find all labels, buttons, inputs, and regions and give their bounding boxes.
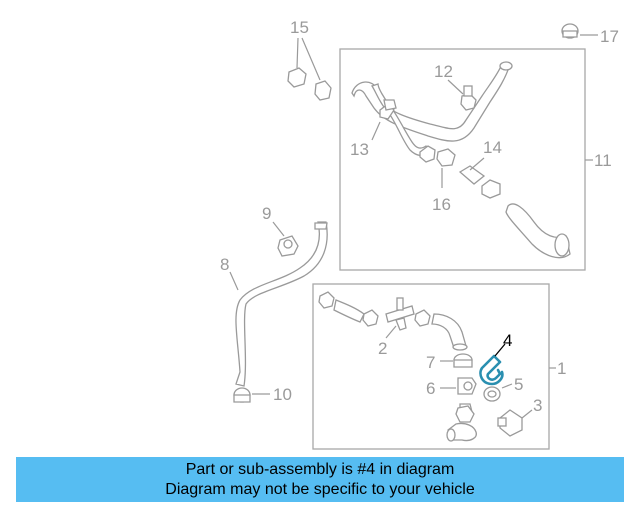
part-11-hose-assembly[interactable] [351,61,571,259]
callout-9[interactable]: 9 [262,204,271,223]
callout-14[interactable]: 14 [483,138,502,157]
banner-line-1: Part or sub-assembly is #4 in diagram [185,461,455,478]
part-10-clamp[interactable] [233,387,251,403]
callout-10[interactable]: 10 [273,385,292,404]
callout-1[interactable]: 1 [557,359,566,378]
part-3-valve[interactable] [497,409,523,437]
part-14-connector[interactable] [458,165,501,199]
callout-15[interactable]: 15 [290,18,309,37]
callout-4-leader [494,343,506,357]
part-4-bracket[interactable] [479,354,504,386]
part-1-lower-hose[interactable] [446,405,477,442]
callout-6[interactable]: 6 [426,379,435,398]
callout-12[interactable]: 12 [434,62,453,81]
parts-diagram: 11 1 15 17 12 13 14 [220,18,619,450]
callout-16[interactable]: 16 [432,195,451,214]
part-12-sensor[interactable] [460,85,477,111]
banner-line-2: Diagram may not be specific to your vehi… [165,481,475,498]
part-7-clamp[interactable] [453,353,473,368]
callout-11[interactable]: 11 [594,151,612,170]
callout-2[interactable]: 2 [378,339,387,358]
part-5-gasket[interactable] [483,386,501,402]
group-1-frame [312,283,550,450]
callout-17[interactable]: 17 [600,27,619,46]
part-2-pipe-assembly[interactable] [318,291,468,351]
part-8-hose[interactable] [235,221,328,387]
part-9-fitting[interactable] [277,235,299,257]
callout-13[interactable]: 13 [350,140,369,159]
part-15-clamps[interactable] [287,67,332,101]
callout-3[interactable]: 3 [533,396,542,415]
callout-7[interactable]: 7 [426,353,435,372]
info-banner: Part or sub-assembly is #4 in diagram Di… [16,457,624,502]
callout-5[interactable]: 5 [514,375,523,394]
callout-4[interactable]: 4 [503,331,512,350]
part-17-clamp[interactable] [561,23,579,39]
callout-8[interactable]: 8 [220,255,229,274]
